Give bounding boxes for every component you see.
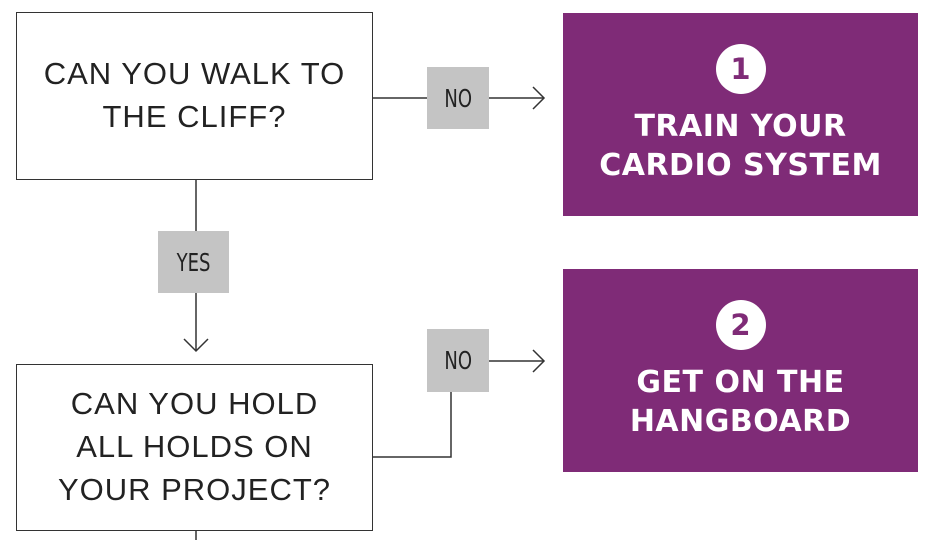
answer-yes-1-label: YES: [176, 247, 211, 277]
result-number-1-badge: 1: [715, 44, 766, 94]
question-box-1: CAN YOU WALK TO THE CLIFF?: [16, 12, 373, 180]
question-text-1: CAN YOU WALK TO THE CLIFF?: [43, 56, 346, 134]
result-box-1: 1 TRAIN YOUR CARDIO SYSTEM: [563, 13, 918, 216]
connector-q2-to-no: [372, 392, 452, 458]
result-text-2: GET ON THE HANGBOARD: [629, 365, 852, 439]
answer-no-2: NO: [427, 329, 489, 392]
answer-yes-1: YES: [158, 231, 229, 293]
answer-no-1: NO: [427, 67, 489, 129]
arrowhead-result-1: [532, 86, 546, 110]
question-box-2: CAN YOU HOLD ALL HOLDS ON YOUR PROJECT?: [16, 364, 373, 531]
result-box-2: 2 GET ON THE HANGBOARD: [563, 269, 918, 472]
result-number-2-badge: 2: [715, 300, 766, 350]
answer-no-1-label: NO: [444, 83, 472, 113]
arrowhead-q2: [183, 338, 209, 353]
answer-no-2-label: NO: [444, 346, 472, 375]
question-text-2: CAN YOU HOLD ALL HOLDS ON YOUR PROJECT?: [57, 386, 332, 507]
arrowhead-result-2: [532, 349, 546, 373]
result-text-1: TRAIN YOUR CARDIO SYSTEM: [599, 109, 882, 183]
